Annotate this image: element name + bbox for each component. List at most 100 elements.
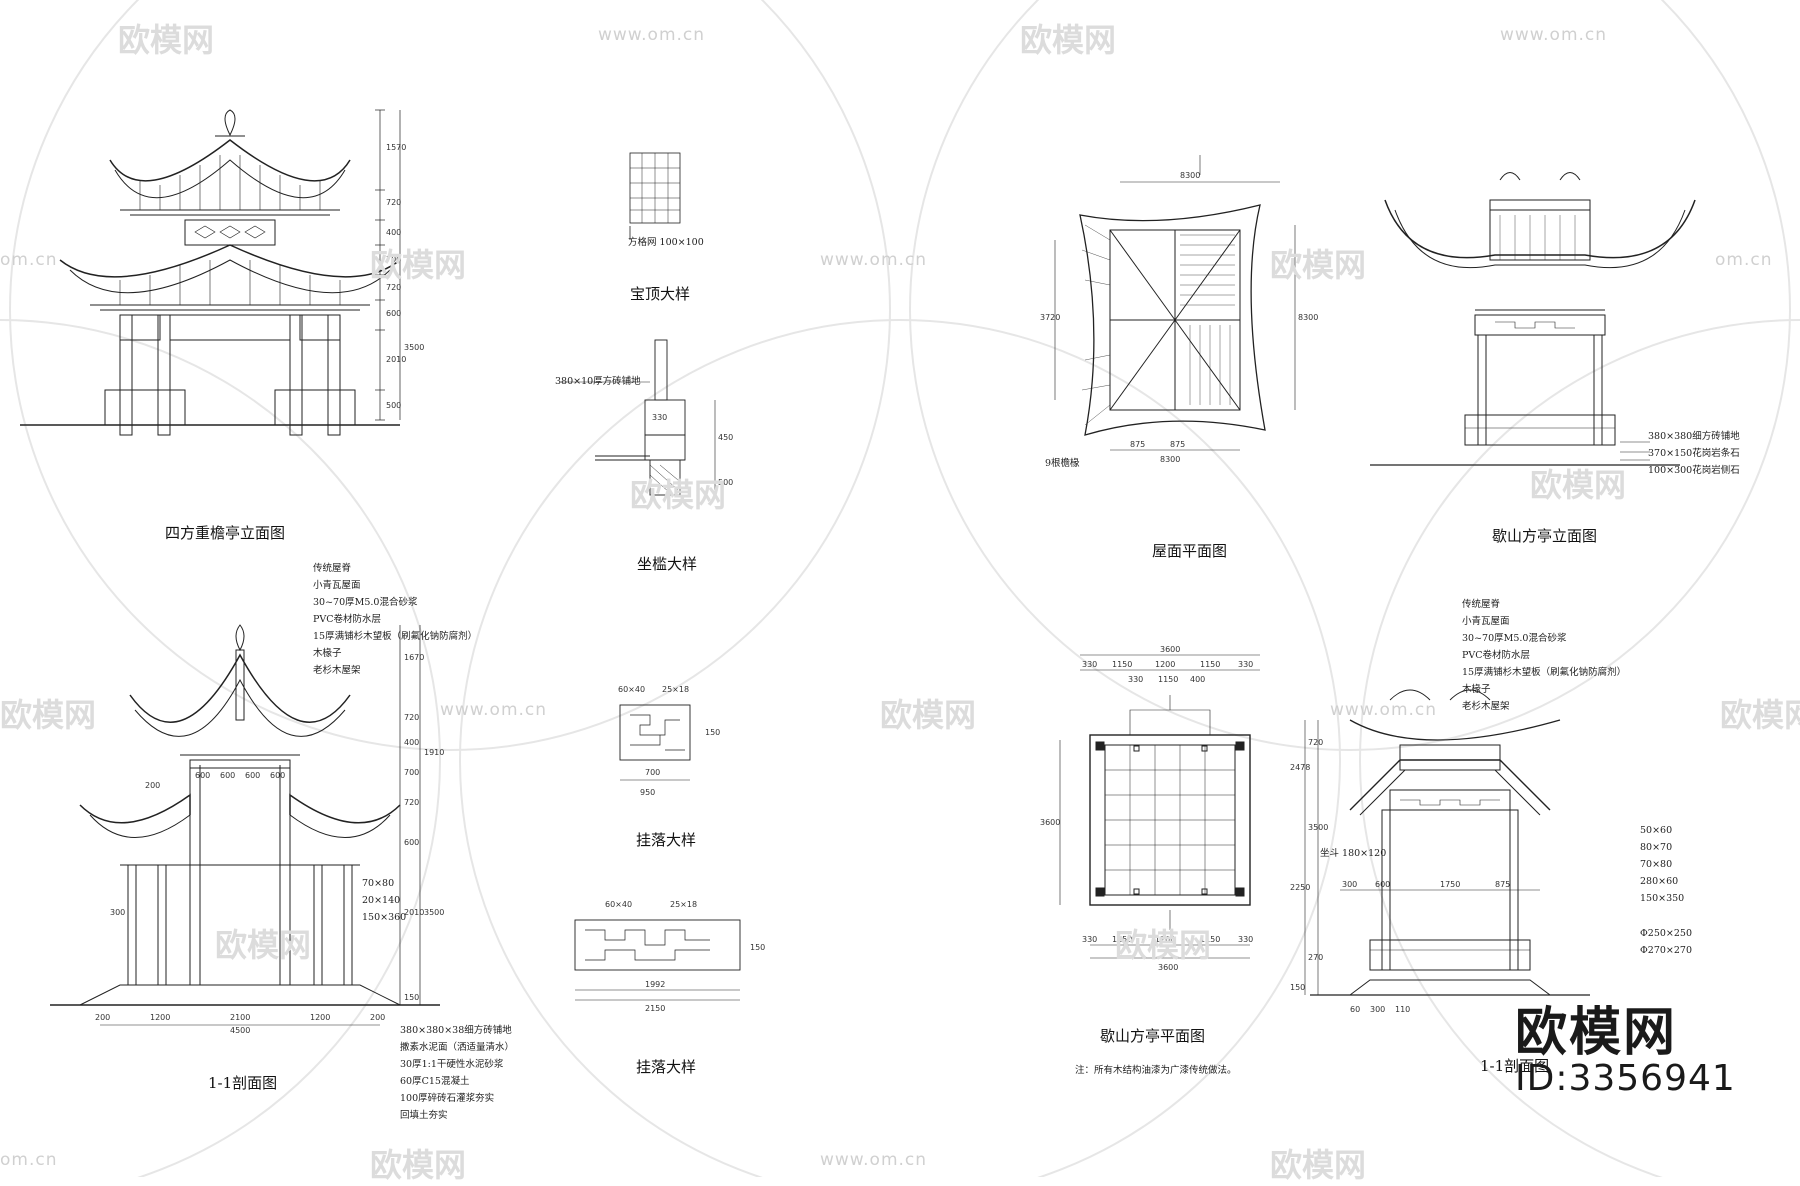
roof-layer: 老杉木屋架 [1462,701,1510,712]
plan-side-dim: 3600 [1040,818,1060,827]
floor-layer: 30厚1:1干硬性水泥砂浆 [400,1059,504,1070]
roof-layer: PVC卷材防水层 [1462,650,1531,661]
double-eave-elevation-drawing: 1570 720 400 700 720 600 3500 2010 500 [20,109,424,436]
watermark-brand: 欧模网 [1020,21,1117,59]
plan-note: 注：所有木结构油漆为广漆传统做法。 [1075,1065,1237,1076]
sec-vdim-9: 3500 [424,908,444,917]
gable-elevation-title: 歇山方亭立面图 [1492,527,1598,545]
watermark-site: www.om.cn [820,250,928,270]
plan-bottom-total: 3600 [1158,963,1178,972]
sec-hdim-5: 200 [370,1013,385,1022]
member-size: 20×140 [362,895,401,906]
gable-elevation-drawing [1370,172,1696,466]
sec-col-5: 600 [270,771,285,780]
member-size: 70×80 [1640,859,1673,870]
watermark-site: www.om.cn [598,25,706,45]
sec-vdim-7: 600 [404,838,419,847]
roof-layer: 传统屋脊 [313,563,352,574]
rail-top-dim-1: 60×40 [618,685,645,694]
brand-logo: 欧模网 [1515,1003,1678,1063]
member-size: Φ250×250 [1640,928,1693,939]
roof-plan-right-dim: 8300 [1298,313,1318,322]
sec-col-4: 600 [245,771,260,780]
elev-dim-2: 720 [386,198,401,207]
hanging-detail-1-drawing: 950 700 60×40 25×18 150 [618,685,720,797]
watermark-brand: 欧模网 [630,476,727,514]
roof-plan-drawing: 8300 3720 8300 875 875 8300 [1040,155,1318,464]
gable-plan-drawing: 3600 330 1150 1200 1150 330 330 1150 400… [1040,645,1260,972]
watermark-brand: 欧模网 [215,926,312,964]
hip-rafter-annotation: 9根檐椽 [1045,458,1080,469]
plan-total-dim: 3600 [1160,645,1180,654]
sec-col-3: 600 [220,771,235,780]
roof-layer: 木椽子 [313,648,342,659]
roof-plan-bottom-dim-2: 875 [1170,440,1185,449]
hanging-detail-2-drawing: 1992 2150 60×40 25×18 150 [574,900,765,1013]
watermark-brand: 欧模网 [1530,466,1627,504]
hang-inner-dim: 1992 [645,980,665,989]
watermark-brand: 欧模网 [118,21,215,59]
sec-hdim-3: 2100 [230,1013,250,1022]
floor-layer: 60厚C15混凝土 [400,1076,470,1087]
seat-dim-2: 450 [718,433,733,442]
roof-top-detail-drawing [629,152,681,240]
roof-plan-bottom-dim-1: 875 [1130,440,1145,449]
roof-top-detail-title: 宝顶大样 [630,285,691,303]
rail-inner-dim: 700 [645,768,660,777]
roof-plan-side-dim: 3720 [1040,313,1060,322]
rsec-vdim-2: 2478 [1290,763,1310,772]
plan-bottom-3: 1200 [1155,935,1175,944]
watermark-brand: 欧模网 [0,696,97,734]
floor-layers-left: 380×380×38细方砖铺地 撒素水泥面（洒适量清水） 30厚1:1干硬性水泥… [400,1022,514,1124]
watermark-site: www.om.cn [820,1150,928,1170]
sec-vdim-5: 700 [404,768,419,777]
sec-hdim-4: 1200 [310,1013,330,1022]
roof-plan-total-dim: 8300 [1160,455,1180,464]
elev-dim-3: 400 [386,228,401,237]
rail-width-dim: 950 [640,788,655,797]
roof-layers-left: 传统屋脊 小青瓦屋面 30~70厚M5.0混合砂浆 PVC卷材防水层 15厚满铺… [313,560,477,679]
elev-dim-9: 500 [386,401,401,410]
member-size: 80×70 [1640,842,1673,853]
elev-layer: 380×380细方砖铺地 [1648,431,1740,442]
member-sizes-lower: Φ250×250 Φ270×270 [1640,925,1692,959]
elev-dim-1: 1570 [386,143,406,152]
sec-col-2: 600 [195,771,210,780]
roof-plan-top-dim: 8300 [1180,171,1200,180]
watermark-brand: 欧模网 [370,1146,467,1184]
rsec-bdim-2: 300 [1370,1005,1385,1014]
roof-layer: 传统屋脊 [1462,599,1501,610]
elev-dim-7: 3500 [404,343,424,352]
member-size: 150×360 [362,912,407,923]
rsec-hdim-4: 875 [1495,880,1510,889]
brand-id: ID:3356941 [1515,1058,1736,1099]
watermark-brand: 欧模网 [1720,696,1800,734]
watermark-site: www.om.cn [440,700,548,720]
roof-layer: 30~70厚M5.0混合砂浆 [1462,633,1567,644]
sec-hdim-1: 200 [95,1013,110,1022]
double-eave-elevation-title: 四方重檐亭立面图 [165,524,286,542]
seat-board-annotation: 380×10厚方砖铺地 [555,376,641,387]
plan-cell-1: 330 [1128,675,1143,684]
watermark-brand: 欧模网 [370,246,467,284]
watermark-site: om.cn [1715,250,1773,270]
section-1-title: 1-1剖面图 [208,1074,278,1092]
section-2-drawing: 720 2478 3500 2250 150 270 300 600 1750 … [1290,689,1590,1014]
member-size: Φ270×270 [1640,945,1693,956]
roof-plan-title: 屋面平面图 [1152,542,1228,560]
elev-layer: 370×150花岗岩条石 [1648,448,1740,459]
hang-top-dim-1: 60×40 [605,900,632,909]
sec-vdim-3: 400 [404,738,419,747]
seat-rail-detail-title: 坐槛大样 [637,555,698,573]
watermark-site: www.om.cn [1500,25,1608,45]
seat-rail-detail-drawing: 330 450 500 [560,339,733,496]
watermark-brand: 欧模网 [1270,1146,1367,1184]
seat-dim-3: 500 [718,478,733,487]
plan-bottom-4: 1150 [1200,935,1220,944]
member-sizes-left: 70×80 20×140 150×360 [362,875,406,926]
sec-vdim-1: 1670 [404,653,424,662]
roof-layer: 30~70厚M5.0混合砂浆 [313,597,418,608]
sec-vdim-8: 2010 [404,908,424,917]
rsec-hdim-1: 300 [1342,880,1357,889]
